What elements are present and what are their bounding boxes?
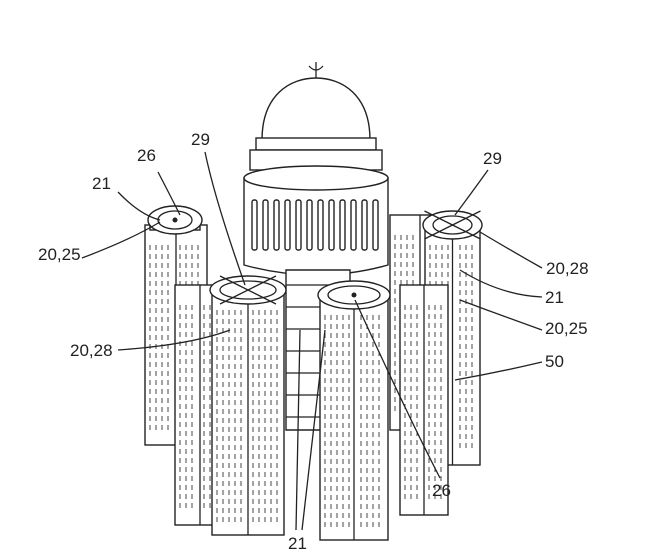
label-21: 21 [92,174,111,193]
label-20-28: 20,28 [546,259,589,278]
drum-window [284,199,291,251]
helipad-ring [432,215,473,235]
label-21: 21 [288,534,307,553]
drum-window [361,199,368,251]
leader-lines [81,151,543,531]
drum-window [350,199,357,251]
dot-marker [351,292,357,298]
helipad-ring [327,285,381,305]
x-mark-icon [424,210,481,240]
drum-window [273,199,280,251]
tower-front-left [209,275,287,536]
label-20-28: 20,28 [70,341,113,360]
label-20-25: 20,25 [38,245,81,264]
label-29: 29 [191,130,210,149]
label-20-25: 20,25 [545,319,588,338]
label-21: 21 [545,288,564,307]
dot-marker [172,217,178,223]
tower-back-left-pad [147,205,203,235]
drum-window [317,199,324,251]
label-29: 29 [483,149,502,168]
drum-window [372,199,379,251]
drum-window [306,199,313,251]
dome-icon [249,62,383,171]
drum-window [328,199,335,251]
label-26: 26 [432,481,451,500]
helipad-ring [219,280,277,300]
drum-window [262,199,269,251]
drum-window [339,199,346,251]
drum-window [251,199,258,251]
label-50: 50 [545,352,564,371]
tower-front-center [317,280,391,541]
x-mark-icon [219,275,277,305]
label-26: 26 [137,146,156,165]
drum-window [295,199,302,251]
